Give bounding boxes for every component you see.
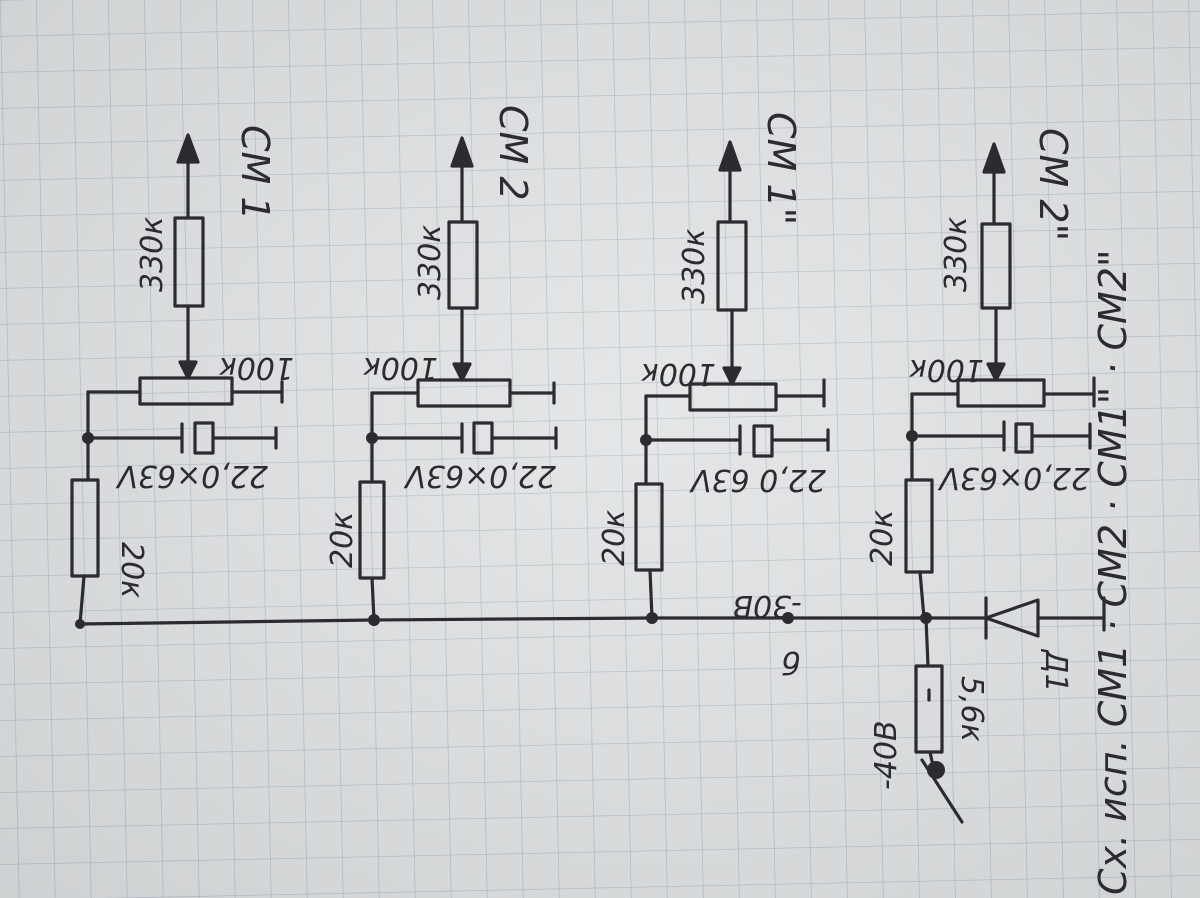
schematic-caption: Сх. исп. СМ1 · СМ2 · СМ1" · СМ2" (1091, 250, 1135, 895)
stage-1-pot-label: 100к (219, 350, 294, 385)
stage-4-r-top-label: 330к (939, 217, 974, 292)
stage-2-r-top-label: 330к (413, 225, 448, 300)
supply-resistor-label: 5,6к (954, 676, 989, 742)
stage-3-labels: СМ 1" 330к 100к 22,0 63V 20к (597, 112, 826, 566)
stage-4-wiring (904, 142, 1096, 620)
stage-3-r-top-label: 330к (677, 229, 712, 304)
stage-2-labels: СМ 2 330к 100к 22,0×63V 20к (325, 105, 556, 568)
stage-2-r-bottom-label: 20к (325, 512, 360, 568)
circuit-wiring (70, 133, 1106, 824)
junction-dots (75, 430, 945, 779)
stage-4-cap-label: 22,0×63V (937, 460, 1090, 495)
stage-4-output-label: СМ 2" (1031, 128, 1075, 241)
supply-labels: 5,6к -40В Д1 (869, 648, 1073, 790)
stage-3-output-label: СМ 1" (759, 112, 803, 225)
bus-voltage-label: -30В (732, 588, 802, 623)
stage-1-r-bottom-label: 20к (114, 542, 149, 598)
stage-2-pot-label: 100к (363, 350, 438, 385)
bus-node-letter: б (781, 644, 800, 679)
bus-labels: -30В б (732, 588, 802, 679)
stage-3-r-bottom-label: 20к (597, 510, 632, 566)
supply-wiring (914, 596, 1106, 824)
stage-2-wiring (358, 136, 654, 622)
stage-1-output-label: СМ 1 (233, 125, 277, 221)
diode-label: Д1 (1038, 648, 1073, 693)
stage-1-cap-label: 22,0×63V (115, 458, 268, 493)
stage-4-labels: СМ 2" 330к 100к 22,0×63V 20к (865, 128, 1090, 566)
stage-4-r-bottom-label: 20к (865, 510, 900, 566)
stage-1-wiring (70, 133, 376, 626)
stage-2-output-label: СМ 2 (491, 105, 535, 201)
stage-2-cap-label: 22,0×63V (403, 458, 556, 493)
stage-3-pot-label: 100к (641, 356, 716, 391)
stage-3-wiring (634, 140, 928, 620)
stage-1-r-top-label: 330к (135, 217, 170, 292)
supply-voltage-label: -40В (869, 720, 904, 790)
stage-1-labels: СМ 1 330к 100к 22,0×63V 20к (114, 125, 294, 598)
stage-3-cap-label: 22,0 63V (688, 462, 826, 497)
stage-4-pot-label: 100к (909, 352, 984, 387)
